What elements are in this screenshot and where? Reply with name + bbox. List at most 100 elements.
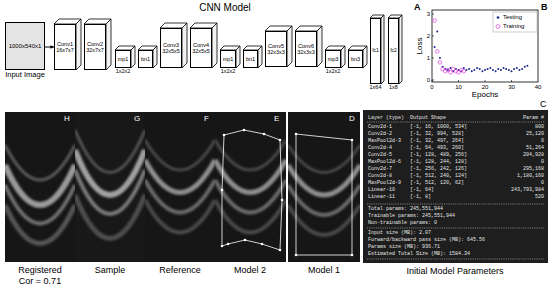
table-cell: [-1, 32, 497, 264]	[410, 139, 464, 144]
testing-point	[518, 69, 520, 71]
testing-point	[516, 67, 518, 69]
table-cell: Non-trainable params: 0	[368, 221, 437, 226]
figure-label: 40	[535, 84, 542, 90]
testing-point	[508, 69, 510, 71]
block-label: mp3	[328, 56, 339, 62]
testing-point	[481, 70, 483, 72]
oct-image	[215, 112, 286, 262]
block-depth	[341, 46, 345, 68]
table-cell: 520	[535, 195, 544, 200]
testing-point	[487, 68, 489, 70]
testing-point	[468, 68, 470, 70]
block-caption: 1x2x2	[116, 69, 131, 75]
flow-arrow	[45, 45, 54, 48]
block-depth	[236, 46, 240, 68]
testing-point	[500, 69, 502, 71]
terminal-panel	[363, 110, 548, 263]
table-cell: 800	[535, 125, 544, 130]
training-point	[449, 71, 453, 75]
table-cell: [-1, 128, 244, 128]	[410, 160, 467, 165]
block-caption: 1x2x2	[221, 69, 236, 75]
testing-point	[463, 67, 465, 69]
table-cell: Conv2d-5	[368, 153, 392, 158]
block-depth	[258, 46, 262, 68]
plot-axes	[432, 10, 538, 82]
block-label: 32x7x7	[86, 47, 104, 53]
testing-point	[476, 67, 478, 69]
figure-label: 10	[455, 84, 462, 90]
block-depth	[106, 19, 111, 70]
testing-point	[479, 68, 481, 70]
table-cell: MaxPool2d-3	[368, 139, 401, 144]
figure-label: 0	[430, 84, 433, 90]
training-point	[436, 50, 440, 54]
layer-block: Conv432x5x5	[190, 28, 212, 68]
block-depth	[399, 15, 402, 84]
table-cell: [-1, 64]	[410, 188, 434, 193]
block-label: Conv4	[193, 42, 209, 48]
block-depth	[381, 15, 384, 84]
layer-block: fc21x8	[388, 18, 399, 84]
table-cell: 0	[541, 181, 544, 186]
legend-box	[493, 12, 537, 32]
layer-block: mp31x2x2	[325, 50, 341, 68]
table-cell: 51,264	[526, 146, 544, 151]
figure-label: G	[134, 115, 140, 123]
diagram-title: CNN Model	[199, 3, 251, 13]
figure-label: H	[64, 115, 70, 123]
table-cell: 0	[541, 139, 544, 144]
table-cell: Total params: 245,551,944	[368, 207, 443, 212]
block-depth	[131, 46, 135, 68]
figure-label: 20	[482, 84, 489, 90]
block-label: 32x3x3	[297, 49, 315, 55]
oct-image	[145, 112, 215, 262]
table-cell: [-1, 512, 120, 62]	[410, 181, 464, 186]
table-cell: Trainable params: 245,551,944	[368, 214, 455, 219]
block-label: Conv2	[87, 41, 103, 47]
oct-image	[288, 112, 360, 262]
block-depth	[153, 46, 157, 68]
layer-block: mp11x2x2	[115, 50, 131, 68]
table-cell: [-1, 256, 242, 126]	[410, 167, 467, 172]
testing-point	[513, 68, 515, 70]
table-cell: Params size (MB): 936.71	[368, 245, 440, 250]
figure-label: E	[274, 115, 279, 123]
testing-point	[503, 67, 505, 69]
layer-block: bn3	[348, 50, 363, 68]
table-cell: Conv2d-1	[368, 125, 392, 130]
figure-label: Loss	[416, 38, 424, 55]
table-cell: Conv2d-2	[368, 132, 392, 137]
table-cell: Conv2d-8	[368, 174, 392, 179]
block-label: fc2	[390, 48, 397, 54]
figure-label: Registered	[18, 266, 62, 275]
table-cell: Estimated Total Size (MB): 1584.34	[368, 252, 470, 257]
testing-point	[495, 70, 497, 72]
figure-label: Model 1	[308, 266, 340, 275]
testing-point	[489, 67, 491, 69]
block-label: 32x5x5	[162, 48, 180, 54]
table-cell: Linear-11	[368, 195, 395, 200]
training-point	[462, 69, 466, 73]
table-cell: MaxPool2d-6	[368, 160, 401, 165]
table-cell: Conv2d-7	[368, 167, 392, 172]
testing-point	[511, 70, 513, 72]
layer-block: Conv532x3x3	[265, 31, 287, 67]
legend-label: Testing	[503, 14, 522, 20]
testing-point	[439, 57, 441, 59]
layer-block: Conv632x3x3	[295, 31, 317, 67]
oct-image	[5, 112, 75, 262]
block-label: bn1	[246, 56, 255, 62]
block-label: bn3	[351, 56, 360, 62]
table-cell: Input size (MB): 2.07	[368, 231, 431, 236]
table-cell: [-1, 64, 493, 260]	[410, 146, 464, 151]
figure-label: 30	[508, 84, 515, 90]
layer-block: fc11x64	[370, 18, 381, 84]
block-label: Conv5	[268, 43, 284, 49]
testing-point	[492, 69, 494, 71]
figure-label: 2	[427, 33, 430, 39]
figure-label: 3	[427, 11, 430, 17]
testing-point	[473, 69, 475, 71]
block-depth	[287, 26, 292, 67]
block-label: Conv1	[57, 41, 73, 47]
block-caption: 1x2x2	[326, 69, 341, 75]
